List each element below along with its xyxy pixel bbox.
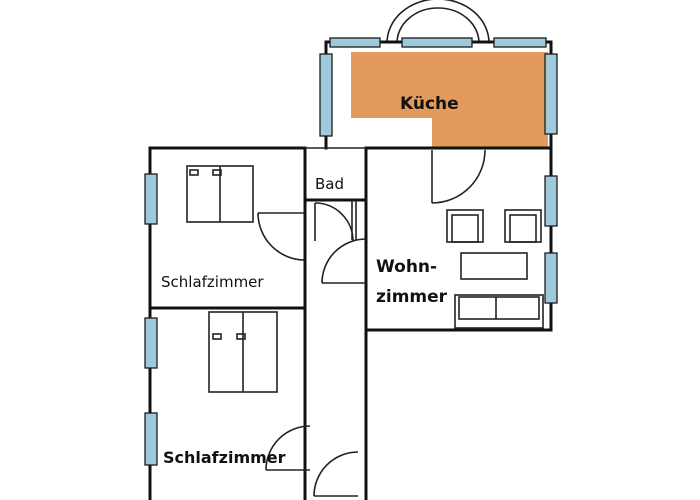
window-icon bbox=[544, 252, 558, 304]
windows bbox=[144, 37, 558, 466]
bedroom-lower-label: Schlafzimmer bbox=[163, 448, 286, 467]
window-icon bbox=[144, 317, 158, 369]
sofa-icon bbox=[454, 294, 544, 329]
kitchen-area bbox=[351, 52, 548, 148]
armchair-icon bbox=[446, 209, 484, 243]
window-icon bbox=[319, 53, 333, 137]
door-swing-icon bbox=[321, 238, 367, 284]
kitchen-label: Küche bbox=[400, 94, 459, 114]
bathroom-label: Bad bbox=[315, 175, 344, 193]
bedroom-upper-label: Schlafzimmer bbox=[161, 273, 264, 291]
bed-icon bbox=[208, 311, 278, 393]
bed-icon bbox=[186, 165, 254, 223]
window-icon bbox=[493, 37, 547, 48]
window-icon bbox=[401, 37, 473, 48]
bay-window-icon bbox=[386, 0, 490, 44]
living-room-label-line2: zimmer bbox=[376, 287, 448, 307]
window-icon bbox=[329, 37, 381, 48]
door-swing-icon bbox=[257, 212, 306, 261]
door-swing-icon bbox=[314, 202, 354, 242]
window-icon bbox=[144, 412, 158, 466]
window-icon bbox=[144, 173, 158, 225]
living-room-label-line1: Wohn- bbox=[376, 257, 437, 277]
window-icon bbox=[544, 175, 558, 227]
doors bbox=[257, 149, 486, 497]
door-swing-icon bbox=[265, 425, 311, 471]
door-swing-icon bbox=[431, 149, 486, 204]
table-icon bbox=[460, 252, 528, 280]
window-icon bbox=[544, 53, 558, 135]
door-swing-icon bbox=[313, 451, 359, 497]
armchair-icon bbox=[504, 209, 542, 243]
